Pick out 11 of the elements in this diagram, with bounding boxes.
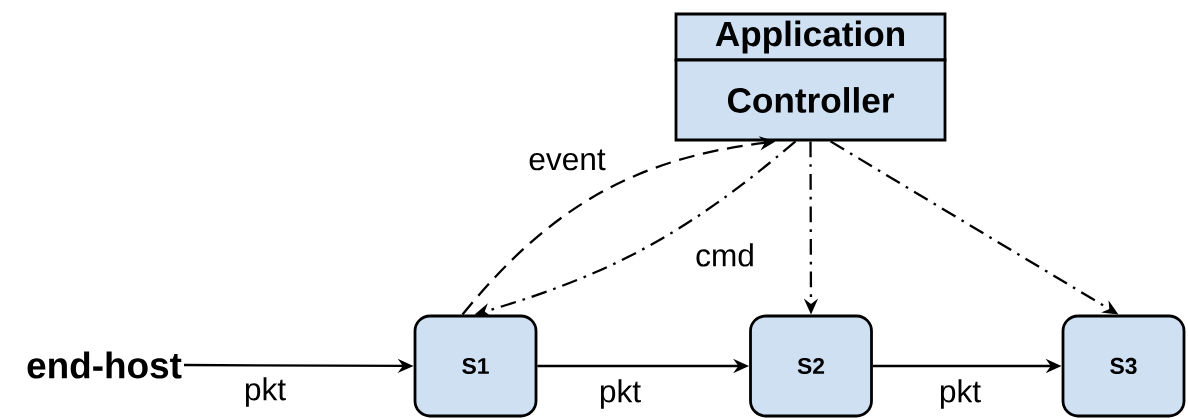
layer-box: Application	[674, 12, 947, 62]
host-label: end-host	[27, 351, 182, 379]
edge-label: pkt	[937, 377, 983, 411]
edge-label: pkt	[242, 375, 288, 409]
edge-label: event	[526, 147, 608, 173]
edge-label: pkt	[597, 377, 643, 411]
switch-box: S2	[749, 314, 873, 418]
switch-box: S1	[413, 314, 538, 418]
layer-box: Controller	[674, 58, 947, 142]
edge-label: cmd	[693, 241, 757, 269]
switch-box: S3	[1061, 314, 1186, 418]
